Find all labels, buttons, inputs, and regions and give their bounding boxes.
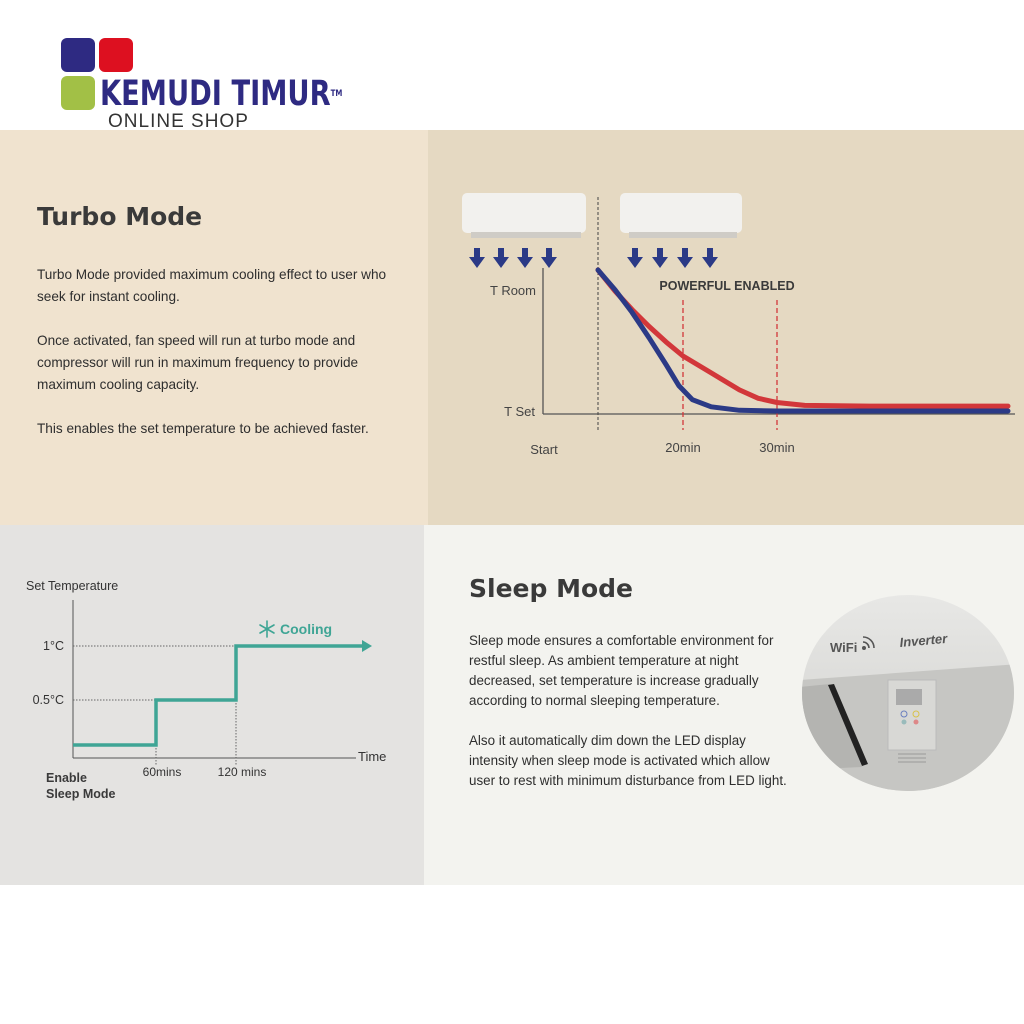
inverter-label: Inverter (899, 631, 949, 650)
sleep-paragraph: Sleep mode ensures a comfortable environ… (469, 633, 774, 708)
sleep-description: Sleep mode ensures a comfortable environ… (469, 631, 794, 811)
y-label-t-room: T Room (490, 283, 536, 298)
x-tick-label: 60mins (143, 765, 182, 779)
snowflake-icon (259, 620, 275, 638)
arrow-head-icon (362, 640, 372, 652)
airflow-arrow-icon (652, 248, 668, 268)
x-label-start: Start (530, 442, 558, 457)
enable-sleep-label: Sleep Mode (46, 787, 116, 801)
x-tick-label: 30min (759, 440, 794, 455)
turbo-paragraph: Turbo Mode provided maximum cooling effe… (37, 267, 387, 304)
powerful-enabled-label: POWERFUL ENABLED (659, 279, 794, 293)
sleep-title: Sleep Mode (469, 574, 633, 603)
airflow-arrow-icon (627, 248, 643, 268)
y-axis-title: Set Temperature (26, 579, 118, 593)
turbo-paragraph: This enables the set temperature to be a… (37, 421, 369, 436)
airflow-arrow-icon (469, 248, 485, 268)
y-tick-label: 0.5°C (33, 693, 64, 707)
logo-square-red (99, 38, 133, 72)
airflow-arrow-icon (493, 248, 509, 268)
sleep-paragraph: Also it automatically dim down the LED d… (469, 733, 787, 788)
series-line-powerful (595, 267, 1011, 414)
turbo-title: Turbo Mode (37, 202, 203, 231)
enable-sleep-label: Enable (46, 771, 87, 785)
logo-brand-text: KEMUDI TIMUR (100, 74, 331, 114)
logo-square-green (61, 76, 95, 110)
turbo-text-panel (0, 130, 428, 525)
airflow-arrow-icon (677, 248, 693, 268)
x-tick-label: 20min (665, 440, 700, 455)
airflow-arrow-icon (541, 248, 557, 268)
logo-subtitle: ONLINE SHOP (108, 111, 249, 132)
airflow-arrow-icon (517, 248, 533, 268)
logo-trademark: TM (330, 89, 343, 99)
turbo-description: Turbo Mode provided maximum cooling effe… (37, 264, 397, 462)
series-line-set-temperature (73, 644, 362, 747)
wifi-icon (861, 636, 875, 650)
y-label-t-set: T Set (504, 404, 535, 419)
ac-unit-icon (462, 193, 586, 238)
logo-brand: KEMUDI TIMURTM (100, 74, 342, 114)
ac-unit-icon (620, 193, 742, 238)
wifi-label: WiFi (830, 640, 857, 655)
x-tick-label: 120 mins (218, 765, 267, 779)
cooling-label: Cooling (280, 621, 332, 637)
x-axis-title: Time (358, 749, 386, 764)
airflow-arrow-icon (702, 248, 718, 268)
ac-display-photo: WiFi Inverter (802, 595, 1014, 791)
y-tick-label: 1°C (43, 639, 64, 653)
turbo-paragraph: Once activated, fan speed will run at tu… (37, 333, 359, 392)
logo-square-blue (61, 38, 95, 72)
sleep-chart-panel (0, 525, 424, 885)
